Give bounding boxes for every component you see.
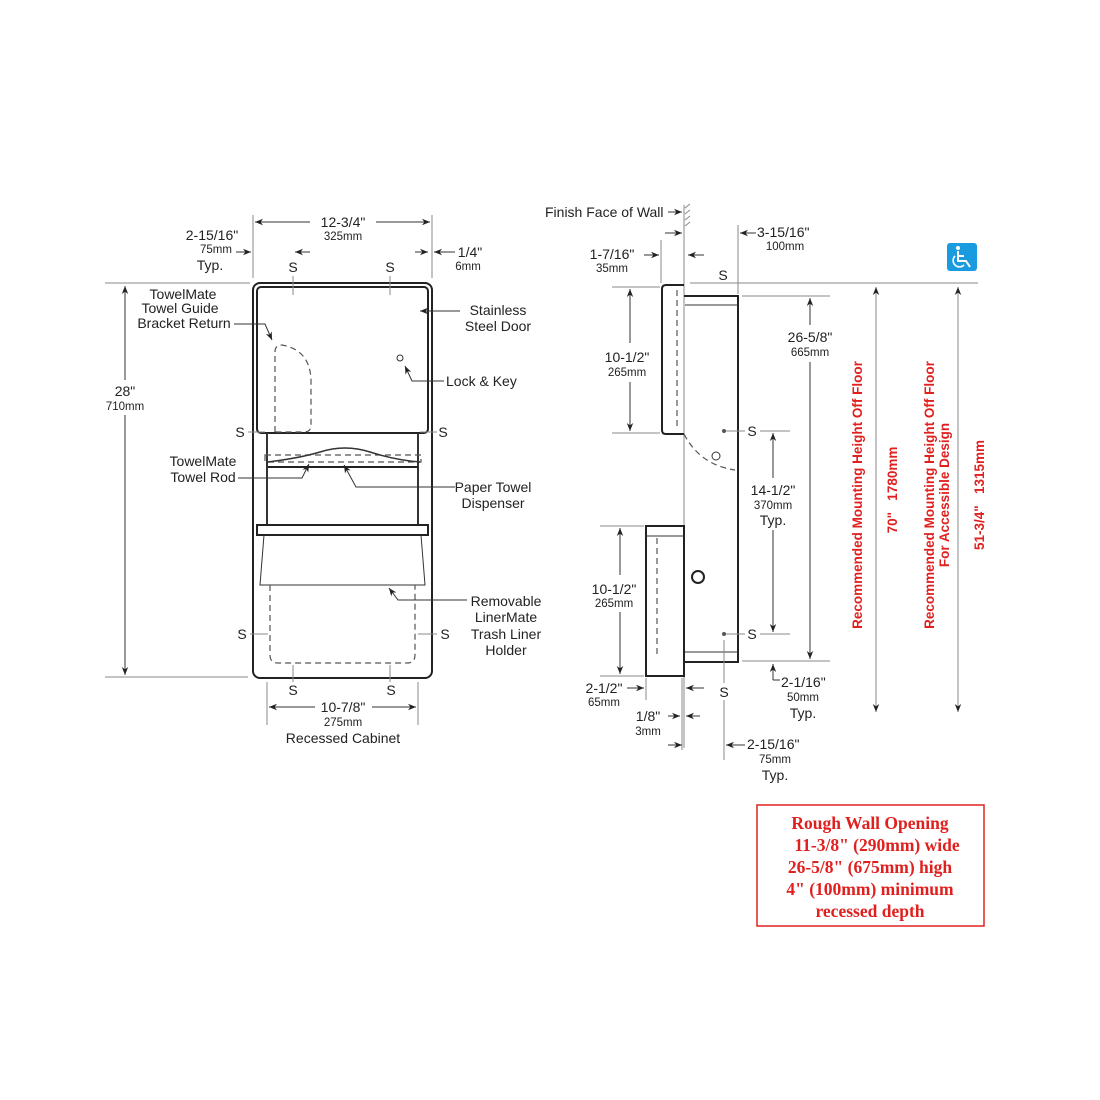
rough-opening-line: recessed depth — [815, 901, 924, 921]
screw-label: S — [719, 684, 728, 700]
screw-spacing-mm: 370mm — [754, 500, 792, 512]
accessible-height-value: 51-3/4" 1315mm — [972, 440, 987, 550]
screw-label: S — [438, 424, 447, 440]
wheelchair-accessible-icon — [947, 243, 977, 271]
mounting-heights: Recommended Mounting Height Off Floor 70… — [850, 243, 987, 712]
screw-label: S — [288, 682, 297, 698]
screw-spacing-dim: 14-1/2" — [751, 482, 796, 498]
width-mm: 325mm — [324, 231, 362, 243]
callout-liner: LinerMate — [475, 609, 537, 625]
screw-label: S — [235, 424, 244, 440]
standard-height-value: 70" 1780mm — [885, 447, 900, 534]
standard-height-label: Recommended Mounting Height Off Floor — [850, 360, 865, 628]
callout-guide: Bracket Return — [137, 315, 230, 331]
trash-bin-top — [256, 524, 429, 536]
cabinet-profile — [684, 295, 739, 663]
door-proj-dim: 1-7/16" — [590, 246, 635, 262]
screw-label: S — [718, 267, 727, 283]
screw-label: S — [385, 259, 394, 275]
recess-dim: 10-7/8" — [321, 699, 366, 715]
screw-label: S — [237, 626, 246, 642]
bin-profile — [645, 525, 685, 677]
overall-mm: 665mm — [791, 347, 829, 359]
callout-dispenser: Dispenser — [461, 495, 524, 511]
screw-label: S — [440, 626, 449, 642]
upper-height-dim: 10-1/2" — [605, 349, 650, 365]
recess-label: Recessed Cabinet — [286, 730, 401, 746]
screw-offset-mm: 75mm — [759, 754, 791, 766]
bin-proj-dim: 2-1/2" — [586, 680, 623, 696]
bottom-dim: 2-1/16" — [781, 674, 826, 690]
callout-guide: TowelMate — [150, 286, 217, 302]
bin-proj-mm: 65mm — [588, 697, 620, 709]
upper-height-mm: 265mm — [608, 367, 646, 379]
callout-liner: Trash Liner — [471, 626, 542, 642]
flange-dim: 1/4" — [458, 244, 482, 260]
side-view: Finish Face of Wall 1-7/16" 35mm 3-15/16… — [545, 203, 978, 783]
bottom-mm: 50mm — [787, 692, 819, 704]
rough-opening-line: 11-3/8" (290mm) wide — [794, 835, 959, 855]
offset-mm: 75mm — [200, 244, 232, 256]
screw-label: S — [747, 423, 756, 439]
front-view: 12-3/4" 325mm 2-15/16" 75mm Typ. 1/4" 6m… — [105, 214, 542, 746]
lock-icon — [396, 354, 404, 362]
typ-label: Typ. — [790, 705, 816, 721]
screw-label: S — [747, 626, 756, 642]
callout-door: Stainless — [470, 302, 527, 318]
overall-dim: 26-5/8" — [788, 329, 833, 345]
accessible-height-label: For Accessible Design — [937, 423, 952, 567]
typ-label: Typ. — [760, 512, 786, 528]
callout-lock: Lock & Key — [446, 373, 517, 389]
callout-liner: Removable — [471, 593, 542, 609]
rough-opening-line: 26-5/8" (675mm) high — [788, 857, 953, 877]
rough-wall-opening-note: Rough Wall Opening 11-3/8" (290mm) wide … — [756, 804, 985, 927]
typ-label: Typ. — [762, 767, 788, 783]
lower-height-dim: 10-1/2" — [592, 581, 637, 597]
callout-liner: Holder — [485, 642, 527, 658]
wall-label: Finish Face of Wall — [545, 204, 664, 220]
screw-label: S — [288, 259, 297, 275]
flange-side-mm: 3mm — [635, 726, 661, 738]
width-dim: 12-3/4" — [321, 214, 366, 230]
screw-offset-dim: 2-15/16" — [747, 736, 799, 752]
towel-rod — [264, 454, 422, 463]
recess-mm: 275mm — [324, 717, 362, 729]
door-proj-mm: 35mm — [596, 263, 628, 275]
lower-height-mm: 265mm — [595, 598, 633, 610]
rough-opening-line: Rough Wall Opening — [791, 813, 948, 833]
callout-guide: Towel Guide — [141, 300, 218, 316]
accessible-height-label: Recommended Mounting Height Off Floor — [922, 360, 937, 628]
flange-side-dim: 1/8" — [636, 708, 660, 724]
screw-label: S — [386, 682, 395, 698]
callout-door: Steel Door — [465, 318, 531, 334]
cabinet-flange — [252, 282, 433, 679]
door-profile — [661, 284, 684, 435]
flange-mm: 6mm — [455, 261, 481, 273]
height-dim: 28" — [115, 383, 136, 399]
rough-opening-line: 4" (100mm) minimum — [786, 879, 954, 899]
depth-dim: 3-15/16" — [757, 224, 809, 240]
offset-typ: Typ. — [197, 257, 223, 273]
depth-mm: 100mm — [766, 241, 804, 253]
height-mm: 710mm — [106, 401, 144, 413]
callout-dispenser: Paper Towel — [455, 479, 532, 495]
stainless-door — [256, 286, 429, 434]
liner-holder — [269, 585, 416, 664]
callout-rod: Towel Rod — [170, 469, 235, 485]
callout-rod: TowelMate — [170, 453, 237, 469]
towel-guide-bracket — [274, 344, 312, 433]
offset-dim: 2-15/16" — [186, 227, 238, 243]
